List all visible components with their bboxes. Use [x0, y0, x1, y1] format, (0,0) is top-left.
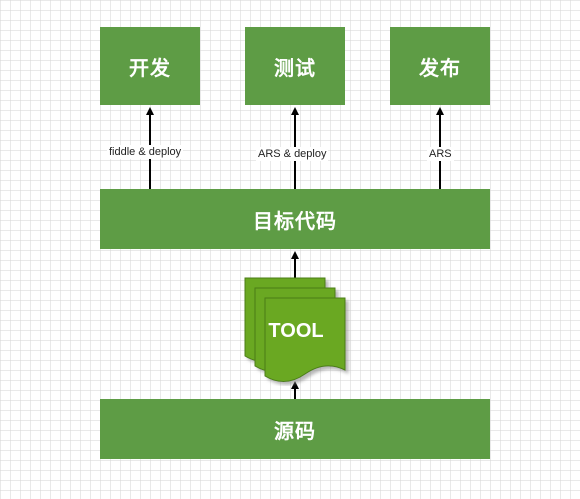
source-code-label: 源码: [274, 418, 316, 443]
dev-box: 开发: [100, 27, 200, 105]
release-box: 发布: [390, 27, 490, 105]
test-box-label: 测试: [274, 55, 316, 80]
target-code-label: 目标代码: [253, 208, 337, 233]
release-box-label: 发布: [419, 55, 461, 80]
edge-label-release: ARS: [427, 147, 454, 161]
tool-label: TOOL: [268, 320, 323, 342]
test-box: 测试: [245, 27, 345, 105]
source-code-box: 源码: [100, 399, 490, 459]
dev-box-label: 开发: [129, 55, 171, 80]
target-code-box: 目标代码: [100, 189, 490, 249]
edge-label-dev: fiddle & deploy: [107, 145, 184, 159]
edge-label-test: ARS & deploy: [256, 147, 329, 161]
multi-document-icon: TOOL: [244, 277, 346, 382]
